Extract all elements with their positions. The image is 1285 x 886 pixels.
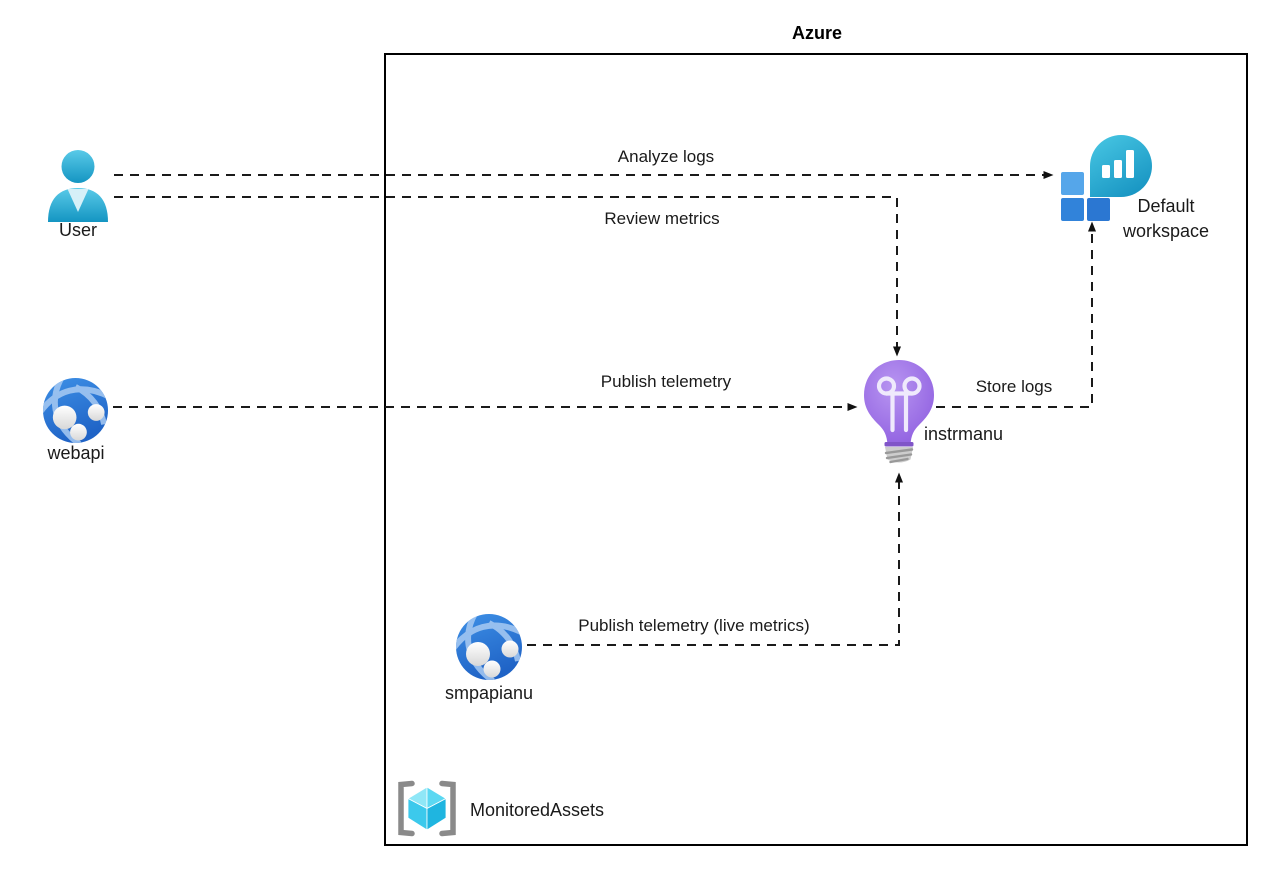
user-person-icon [48, 150, 108, 222]
group-label-monitored-assets: MonitoredAssets [470, 800, 605, 820]
node-label-instrmanu: instrmanu [924, 424, 1004, 444]
webapi-web-app-icon [42, 377, 109, 444]
monitored-assets-resource-group-icon [398, 780, 456, 837]
node-label-default-workspace: Default workspace [1122, 196, 1210, 242]
node-label-user: User [58, 220, 97, 240]
edge-label-publish-telemetry-live: Publish telemetry (live metrics) [578, 616, 810, 635]
edge-label-store-logs: Store logs [975, 377, 1053, 396]
azure-boundary-box [384, 53, 1248, 846]
instrmanu-application-insights-icon [864, 360, 934, 464]
node-label-smpapianu: smpapianu [444, 683, 534, 703]
edge-label-analyze-logs: Analyze logs [617, 147, 715, 166]
edge-label-review-metrics: Review metrics [604, 209, 720, 228]
default-workspace-log-analytics-icon [1061, 135, 1152, 221]
edge-label-publish-telemetry: Publish telemetry [600, 372, 732, 391]
azure-boundary-label: Azure [791, 23, 842, 43]
node-label-webapi: webapi [47, 443, 105, 463]
smpapianu-web-app-icon [456, 614, 522, 680]
